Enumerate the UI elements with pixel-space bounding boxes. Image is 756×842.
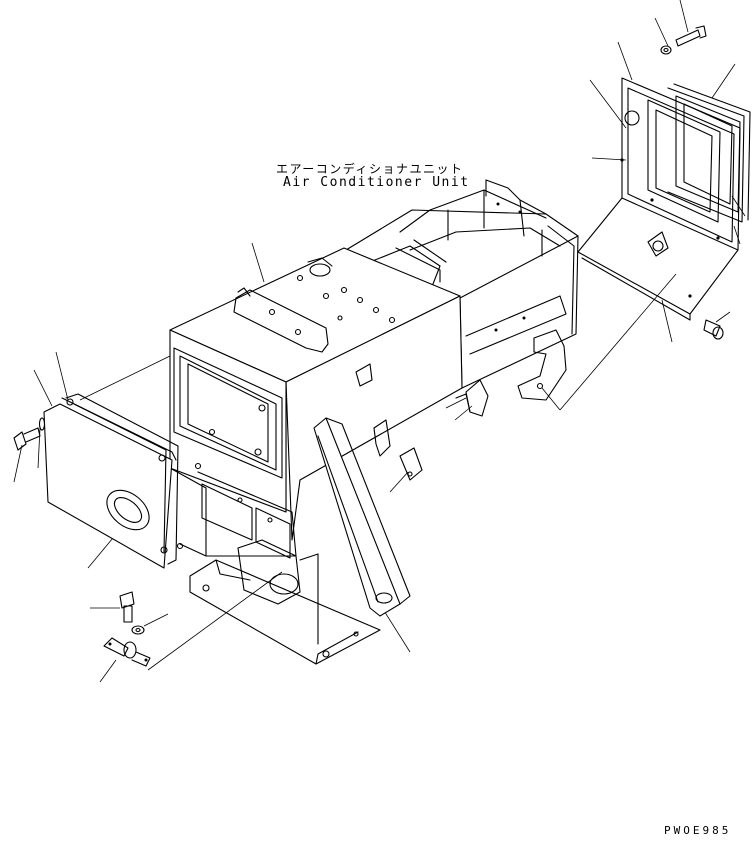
housing-box [169, 247, 463, 665]
bolt-icon [13, 427, 41, 451]
diagram-title-japanese: エアーコンディショナユニット [276, 162, 464, 176]
diagram-title-english: Air Conditioner Unit [283, 175, 470, 190]
drawing-code: PWOE985 [664, 824, 732, 837]
washer-icon [660, 45, 672, 55]
bolt-icon [119, 591, 135, 623]
support-beam [313, 417, 411, 617]
side-cover-plate [43, 393, 179, 569]
clip-icon [103, 637, 151, 667]
ac-cover-gasket [667, 83, 751, 223]
washer-icon [38, 417, 46, 431]
ac-cover-panel [577, 77, 741, 321]
bolt-icon [675, 25, 707, 47]
washer-icon [131, 625, 145, 635]
bolt-icon [703, 319, 724, 340]
